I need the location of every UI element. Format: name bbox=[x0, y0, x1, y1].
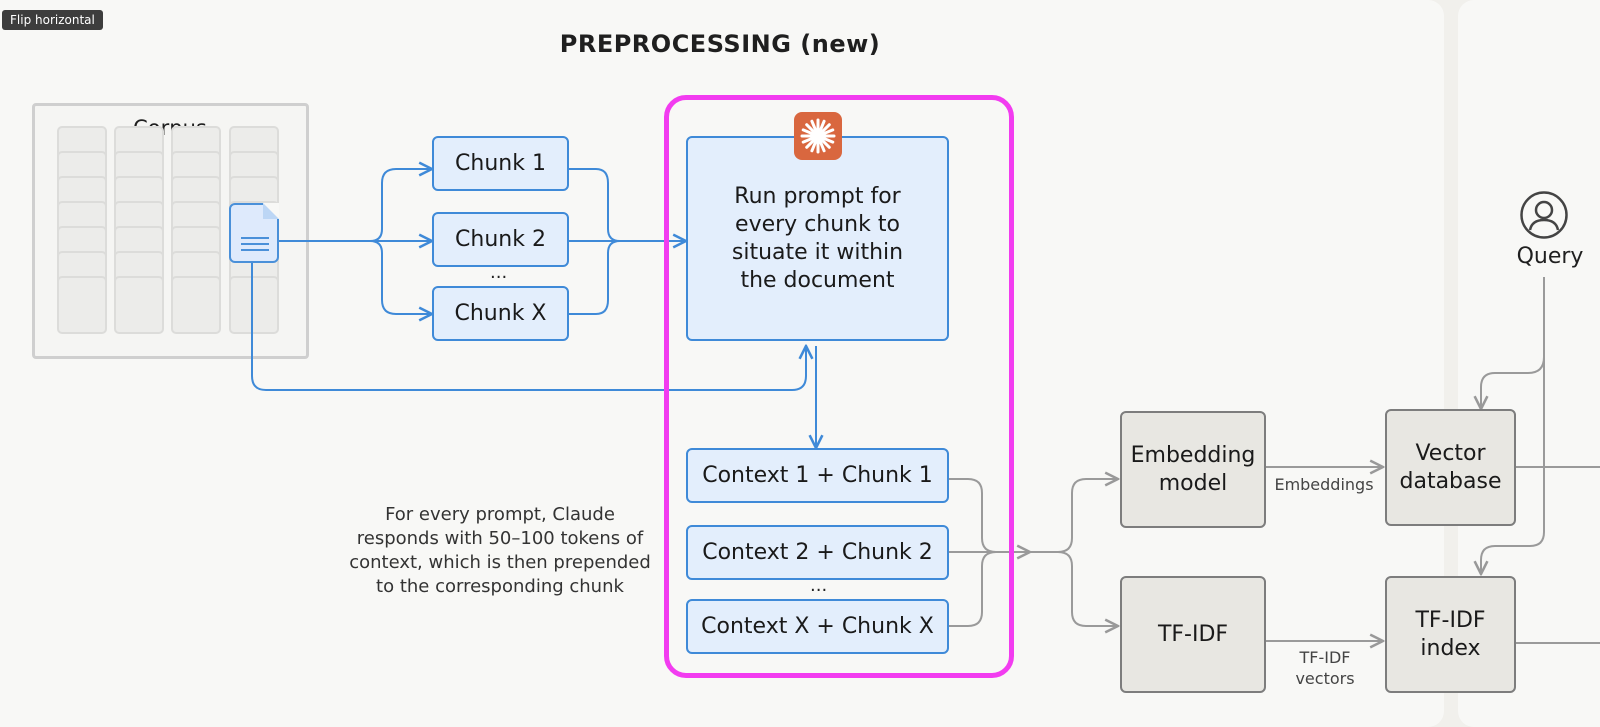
selected-document-icon bbox=[229, 203, 279, 263]
tfidf-vectors-edge-label: TF-IDF vectors bbox=[1295, 648, 1355, 688]
embedding-model-label: Embedding model bbox=[1130, 442, 1256, 496]
query-label: Query bbox=[1516, 244, 1584, 269]
chunk-label: Chunk X bbox=[454, 301, 547, 326]
context-chunk-box: Context 2 + Chunk 2 bbox=[686, 525, 949, 580]
vector-database-label: Vector database bbox=[1399, 440, 1502, 494]
highlight-frame bbox=[664, 95, 1014, 678]
diagram-title: PREPROCESSING (new) bbox=[559, 30, 881, 58]
context-ellipsis: ... bbox=[810, 575, 828, 596]
embeddings-edge-label: Embeddings bbox=[1274, 475, 1374, 494]
chunk-box: Chunk X bbox=[432, 286, 569, 341]
tfidf-index-box: TF-IDF index bbox=[1385, 576, 1516, 693]
chunk-box: Chunk 2 bbox=[432, 212, 569, 267]
document-stack bbox=[57, 126, 107, 338]
tfidf-box: TF-IDF bbox=[1120, 576, 1266, 693]
context-chunk-box: Context X + Chunk X bbox=[686, 599, 949, 654]
tfidf-index-label: TF-IDF index bbox=[1415, 607, 1486, 661]
prompt-box: Run prompt for every chunk to situate it… bbox=[686, 136, 949, 341]
document-stack bbox=[171, 126, 221, 338]
document-stack bbox=[114, 126, 164, 338]
prompt-text: Run prompt for every chunk to situate it… bbox=[731, 183, 904, 293]
claude-starburst-icon bbox=[794, 112, 842, 160]
chunk-box: Chunk 1 bbox=[432, 136, 569, 191]
tfidf-label: TF-IDF bbox=[1157, 621, 1229, 647]
context-chunk-box: Context 1 + Chunk 1 bbox=[686, 448, 949, 503]
chunk-label: Chunk 2 bbox=[455, 227, 546, 252]
flip-horizontal-button[interactable]: Flip horizontal bbox=[2, 10, 103, 30]
process-note: For every prompt, Claude responds with 5… bbox=[349, 504, 651, 597]
context-chunk-label: Context 1 + Chunk 1 bbox=[702, 463, 933, 488]
context-chunk-label: Context X + Chunk X bbox=[701, 614, 934, 639]
vector-database-box: Vector database bbox=[1385, 409, 1516, 526]
chunk-ellipsis: ... bbox=[490, 262, 508, 283]
chunk-label: Chunk 1 bbox=[455, 151, 546, 176]
context-chunk-label: Context 2 + Chunk 2 bbox=[702, 540, 933, 565]
user-circle-icon bbox=[1520, 191, 1568, 239]
embedding-model-box: Embedding model bbox=[1120, 411, 1266, 528]
